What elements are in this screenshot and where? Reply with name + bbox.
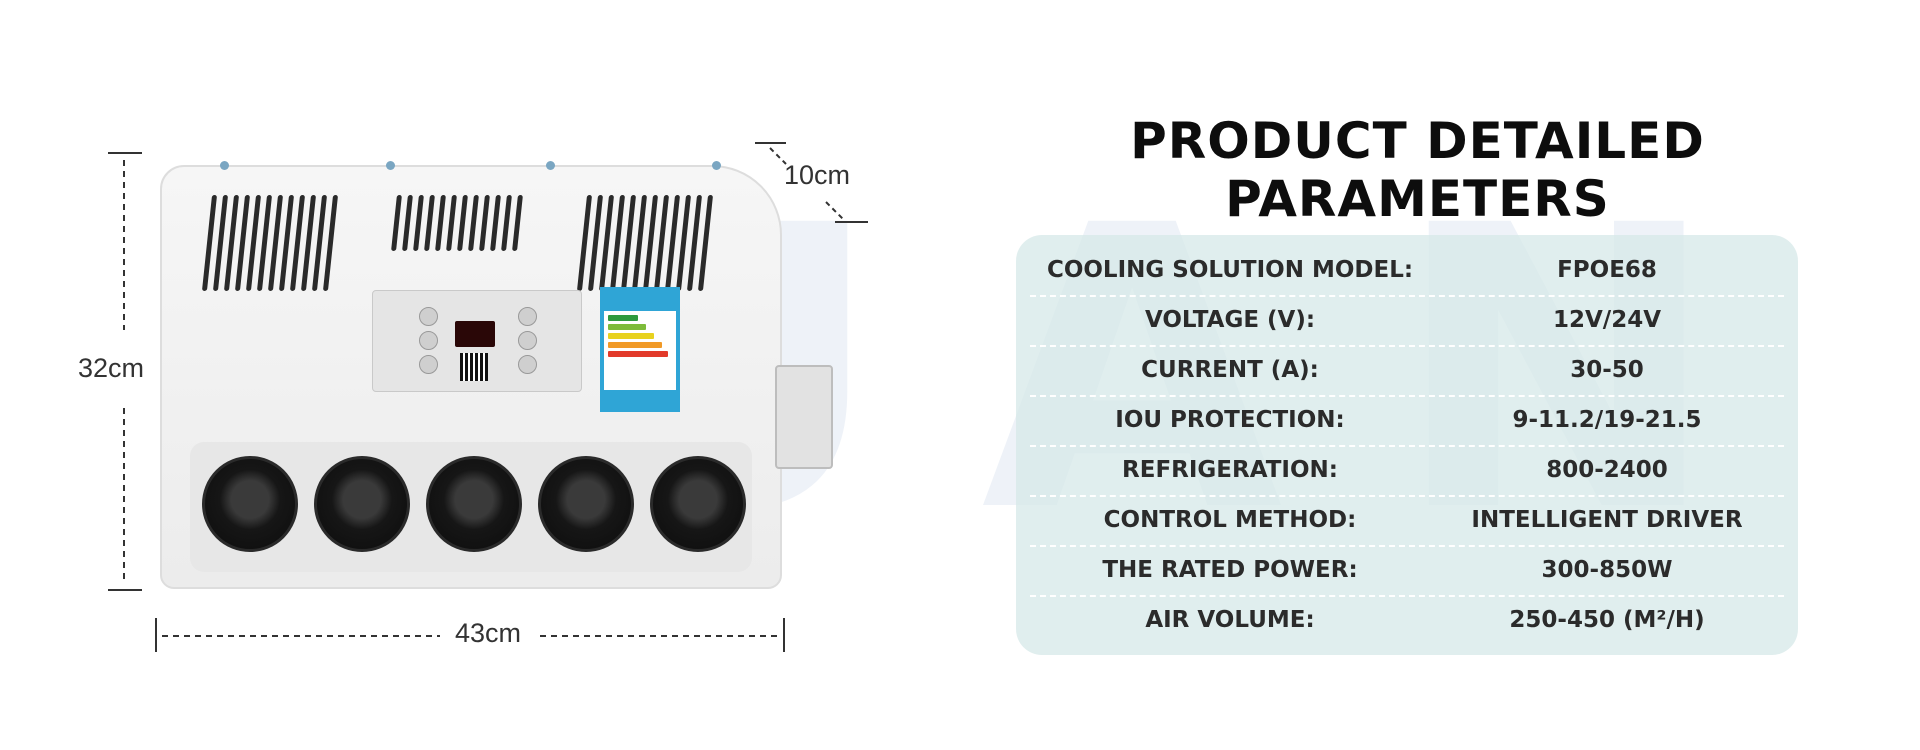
param-value: 800-2400 (1546, 457, 1668, 483)
air-outlet (538, 456, 634, 552)
param-label: CONTROL METHOD: (1103, 507, 1357, 533)
param-value: 250-450 (M²/H) (1509, 607, 1705, 633)
param-label: THE RATED POWER: (1102, 557, 1358, 583)
param-value: 300-850W (1541, 557, 1673, 583)
parameters-table: COOLING SOLUTION MODEL: FPOE68 VOLTAGE (… (1016, 235, 1798, 655)
param-label: AIR VOLUME: (1145, 607, 1315, 633)
height-dimension-label: 32cm (78, 353, 145, 383)
temp-down-button-icon (518, 355, 537, 374)
air-outlet-tray (190, 442, 752, 572)
power-button-icon (419, 307, 438, 326)
bolt-icon (712, 161, 721, 170)
table-row: CURRENT (A): 30-50 (1030, 345, 1784, 397)
side-bracket (775, 365, 833, 469)
mode-button-icon (518, 307, 537, 326)
table-row: CONTROL METHOD: INTELLIGENT DRIVER (1030, 495, 1784, 547)
fan-down-button-icon (419, 355, 438, 374)
param-value: INTELLIGENT DRIVER (1471, 507, 1743, 533)
depth-dimension-label: 10cm (784, 160, 851, 190)
page-title: PRODUCT DETAILED PARAMETERS (1130, 112, 1705, 228)
param-value: 9-11.2/19-21.5 (1512, 407, 1702, 433)
temp-up-button-icon (518, 331, 537, 350)
air-outlet (426, 456, 522, 552)
table-row: VOLTAGE (V): 12V/24V (1030, 295, 1784, 347)
air-outlet (202, 456, 298, 552)
param-label: REFRIGERATION: (1122, 457, 1338, 483)
table-row: COOLING SOLUTION MODEL: FPOE68 (1030, 245, 1784, 297)
param-label: IOU PROTECTION: (1115, 407, 1345, 433)
param-value: FPOE68 (1557, 257, 1657, 283)
air-outlet (650, 456, 746, 552)
top-vent-left (201, 195, 339, 291)
bolt-icon (220, 161, 229, 170)
param-label: COOLING SOLUTION MODEL: (1046, 257, 1414, 283)
width-dimension-label: 43cm (455, 618, 522, 648)
led-display (455, 321, 495, 347)
air-conditioner-unit (160, 161, 782, 589)
param-value: 30-50 (1570, 357, 1644, 383)
qr-code-icon (460, 353, 488, 381)
param-label: CURRENT (A): (1141, 357, 1319, 383)
bolt-icon (546, 161, 555, 170)
table-row: REFRIGERATION: 800-2400 (1030, 445, 1784, 497)
control-panel (372, 290, 582, 392)
energy-label-sticker (600, 287, 680, 412)
table-row: AIR VOLUME: 250-450 (M²/H) (1030, 595, 1784, 645)
table-row: IOU PROTECTION: 9-11.2/19-21.5 (1030, 395, 1784, 447)
table-row: THE RATED POWER: 300-850W (1030, 545, 1784, 597)
param-label: VOLTAGE (V): (1144, 307, 1316, 333)
top-vent-center (391, 195, 523, 251)
top-vent-right (576, 195, 714, 291)
air-outlet (314, 456, 410, 552)
fan-up-button-icon (419, 331, 438, 350)
param-value: 12V/24V (1552, 307, 1661, 333)
bolt-icon (386, 161, 395, 170)
